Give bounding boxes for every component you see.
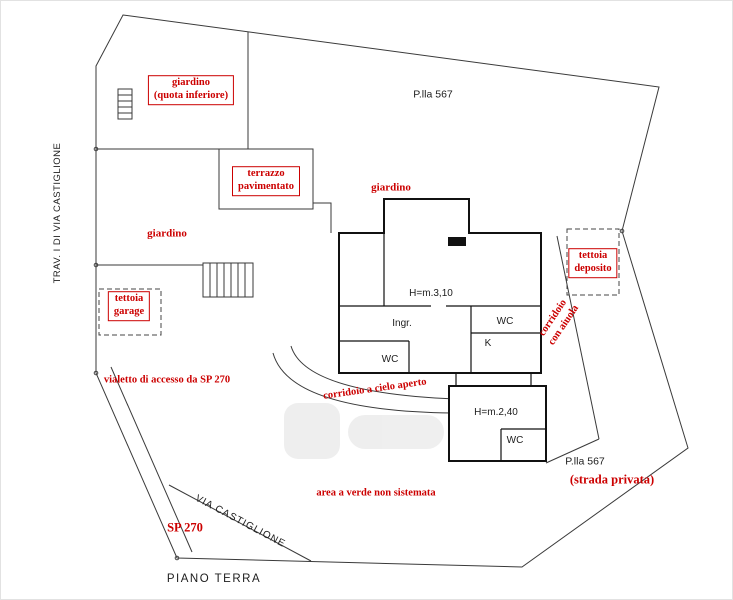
tettoia-outlines	[98, 228, 620, 336]
survey-points	[93, 146, 625, 561]
open-corridor-lines	[272, 345, 457, 414]
building-outline-main	[338, 198, 547, 462]
lot-boundary	[95, 14, 689, 568]
stairs	[202, 262, 254, 298]
watermark	[284, 403, 444, 459]
interior-walls	[339, 233, 546, 461]
shaft-block	[448, 237, 466, 246]
ladder	[117, 88, 133, 120]
site-lines	[96, 32, 600, 562]
